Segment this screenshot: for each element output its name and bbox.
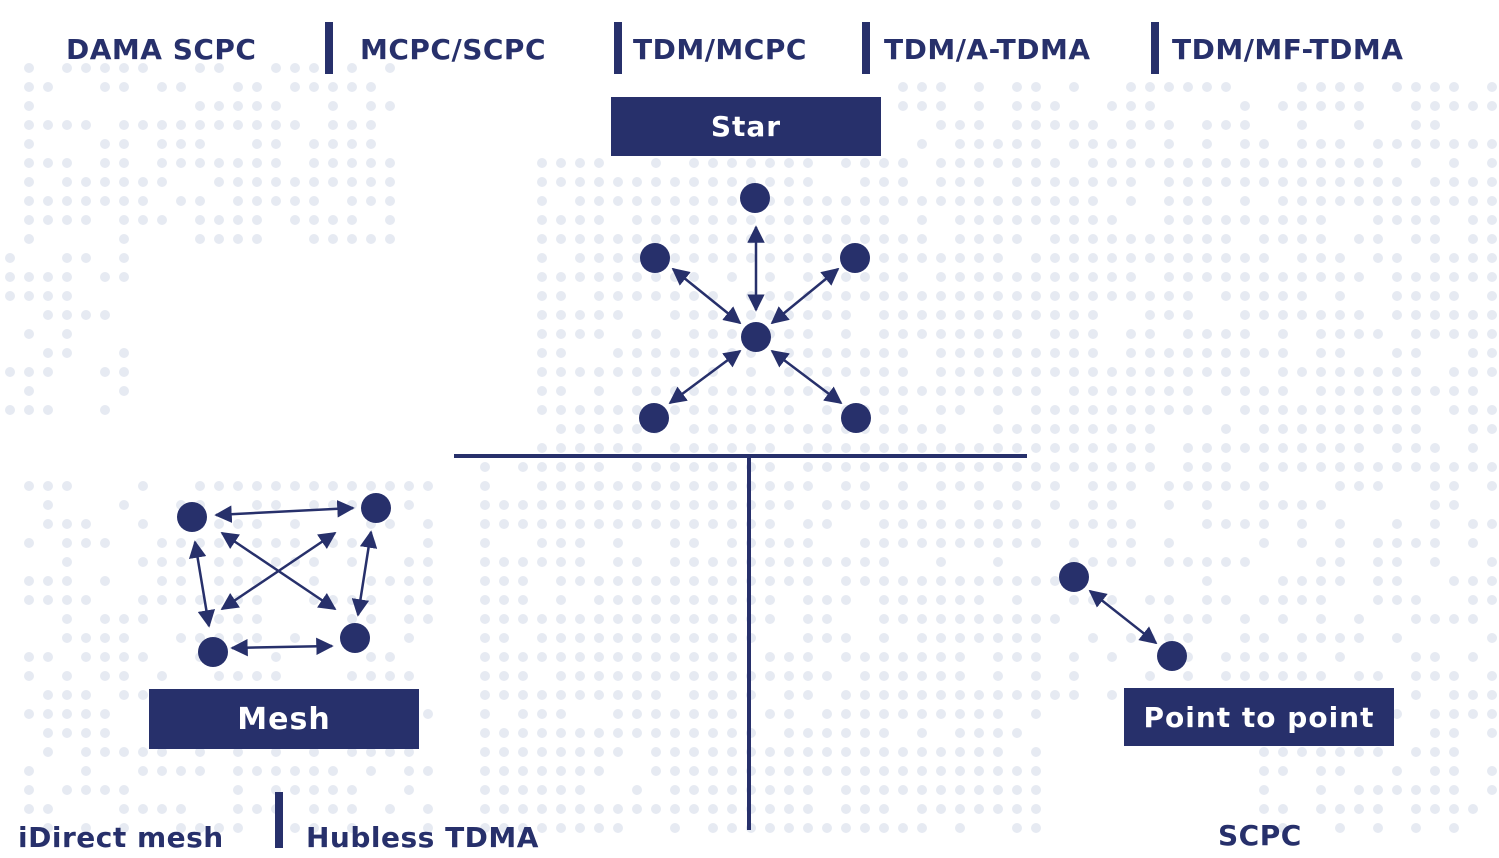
mesh-topology-label: Mesh [149, 689, 419, 749]
p2p-node [1059, 562, 1089, 592]
star-node [639, 403, 669, 433]
point-to-point-network [1059, 562, 1187, 671]
separator [614, 22, 622, 74]
p2p-link [1088, 589, 1158, 645]
mode-dama-scpc: DAMA SCPC [66, 33, 257, 66]
p2p-technology-scpc: SCPC [1218, 819, 1302, 852]
star-topology-label: Star [611, 97, 881, 156]
mesh-link [230, 637, 334, 657]
mode-tdm-mf-tdma: TDM/MF-TDMA [1172, 33, 1404, 66]
separator [862, 22, 870, 74]
mesh-node [198, 637, 228, 667]
mesh-technology-hubless: Hubless TDMA [306, 821, 539, 854]
point-to-point-topology-label: Point to point [1124, 688, 1394, 746]
star-node [841, 403, 871, 433]
mesh-link [214, 500, 355, 523]
mesh-link [188, 540, 216, 628]
mesh-node [361, 493, 391, 523]
star-link [671, 267, 742, 325]
mesh-technology-idirect: iDirect mesh [18, 821, 224, 854]
mode-tdm-mcpc: TDM/MCPC [633, 33, 807, 66]
star-node [640, 243, 670, 273]
mesh-node [177, 502, 207, 532]
mesh-link [220, 531, 337, 611]
separator [275, 792, 283, 848]
separator [1151, 22, 1159, 74]
p2p-node [1157, 641, 1187, 671]
star-node [840, 243, 870, 273]
star-link [770, 267, 840, 325]
mode-tdm-a-tdma: TDM/A-TDMA [884, 33, 1091, 66]
star-hub-node [741, 322, 771, 352]
star-link [668, 349, 742, 405]
mesh-node [340, 623, 370, 653]
star-link [770, 349, 843, 405]
mesh-link [351, 530, 378, 617]
star-network [639, 183, 871, 433]
mode-mcpc-scpc: MCPC/SCPC [360, 33, 546, 66]
separator [325, 22, 333, 74]
star-node [740, 183, 770, 213]
mesh-network [177, 493, 391, 667]
